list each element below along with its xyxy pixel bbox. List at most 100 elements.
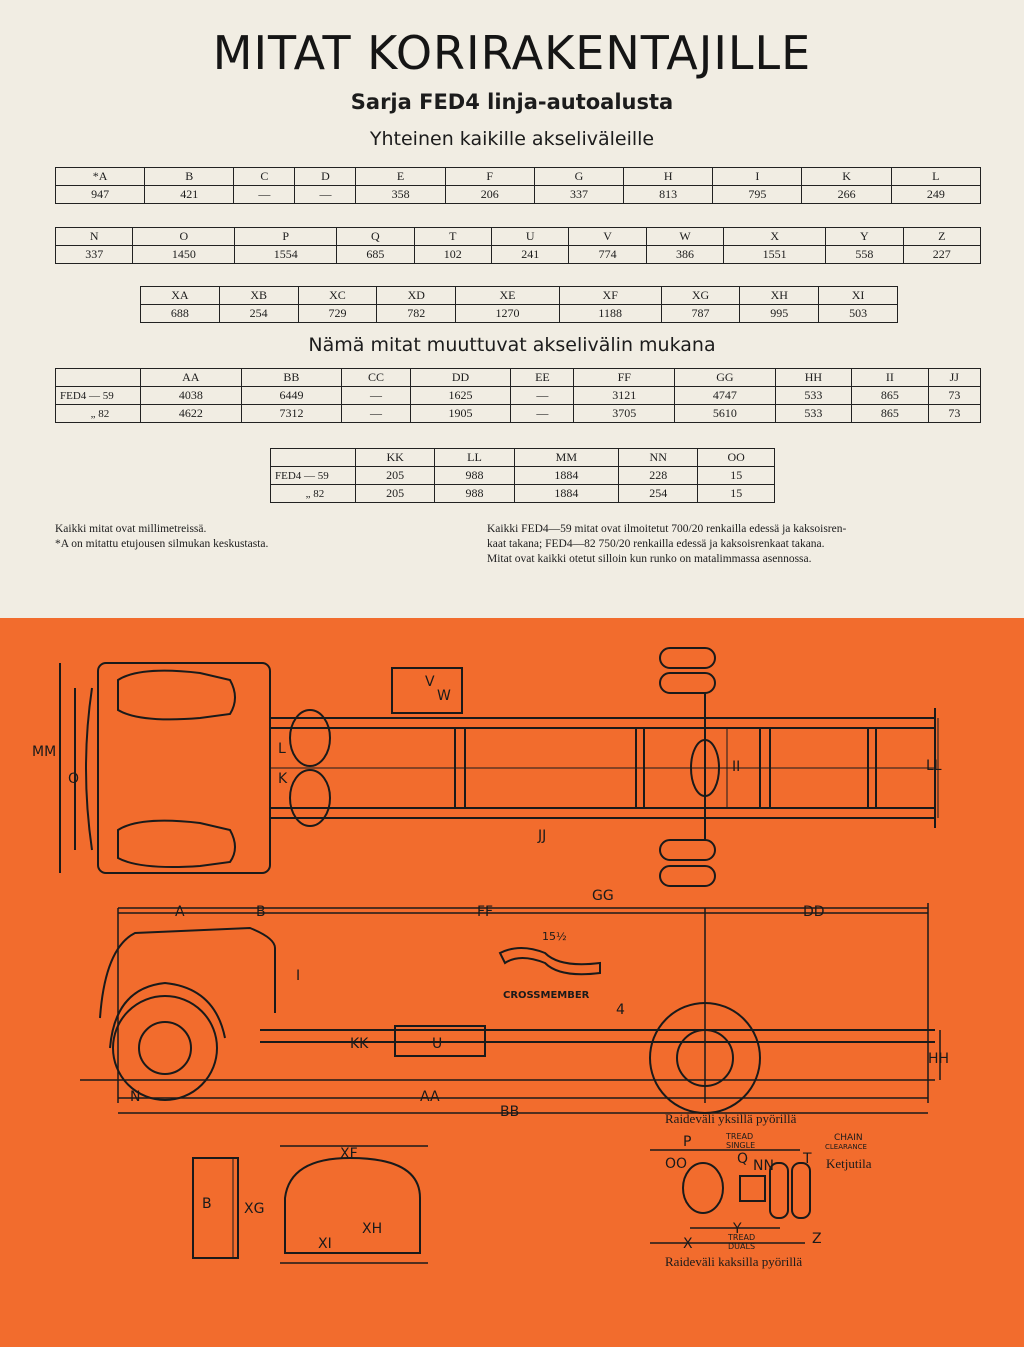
value-cell: 1554 (234, 245, 338, 264)
label-4: 4 (616, 1002, 625, 1018)
diagram-labels: MM O L K V W II LL JJ GG A B FF DD I 15½… (32, 674, 949, 1269)
header-cell: KK (354, 448, 436, 467)
chassis-drawing: MM O L K V W II LL JJ GG A B FF DD I 15½… (0, 618, 1024, 1347)
value-cell: — (233, 185, 296, 204)
header-cell (55, 368, 141, 387)
label-q: Q (737, 1151, 748, 1167)
chassis-diagram: MM O L K V W II LL JJ GG A B FF DD I 15½… (32, 647, 949, 1269)
label-dd: DD (803, 904, 825, 920)
front-spring (289, 769, 331, 827)
label-crossmember: CROSSMEMBER (503, 990, 590, 1001)
header-cell: LL (434, 448, 515, 467)
value-cell: 102 (413, 245, 492, 264)
label-w: W (437, 688, 451, 704)
axle-housing (682, 1162, 724, 1214)
value-cell: 73 (927, 404, 982, 423)
header-cell: XE (455, 286, 560, 305)
label-b2: B (202, 1196, 212, 1212)
header-cell: P (234, 227, 338, 246)
label-raide-single: Raideväli yksillä pyörillä (665, 1111, 797, 1126)
value-cell: 4622 (140, 404, 242, 423)
value-cell: 988 (434, 466, 515, 485)
header-cell: H (623, 167, 714, 186)
header-cell: X (723, 227, 827, 246)
value-cell: 503 (818, 304, 898, 323)
header-cell: E (355, 167, 446, 186)
header-cell: JJ (927, 368, 982, 387)
header-cell: BB (240, 368, 343, 387)
value-cell: 254 (618, 484, 699, 503)
varying-heading: Nämä mitat muuttuvat akselivälin mukana (308, 334, 716, 356)
value-cell: 533 (774, 404, 853, 423)
value-cell: 685 (336, 245, 415, 264)
page-title: MITAT KORIRAKENTAJILLE (212, 26, 812, 80)
label-xi: XI (318, 1236, 332, 1252)
header-cell: B (144, 167, 235, 186)
value-cell: 782 (376, 304, 457, 323)
value-cell: 865 (851, 386, 929, 405)
note-line: Kaikki mitat ovat millimetreissä. (55, 523, 207, 535)
front-wheel (112, 995, 218, 1101)
header-cell: EE (510, 368, 575, 387)
front-fender (109, 981, 226, 1049)
header-cell: FF (573, 368, 676, 387)
label-raide-duals: Raideväli kaksilla pyörillä (665, 1254, 802, 1269)
tire-inner (769, 1162, 789, 1219)
value-cell: 5610 (674, 404, 776, 423)
front-hub (138, 1021, 192, 1075)
value-cell: 15 (697, 484, 775, 503)
header-cell: HH (774, 368, 853, 387)
value-cell: 1450 (132, 245, 236, 264)
value-cell: 558 (825, 245, 904, 264)
label-t: T (802, 1151, 812, 1167)
value-cell: 15 (697, 466, 775, 485)
table-row: „ 82 205 988 1884 254 15 (270, 484, 775, 503)
label-n: N (130, 1089, 140, 1105)
label-i: I (296, 968, 300, 984)
value-cell: 1884 (513, 466, 620, 485)
label-nn: NN (753, 1158, 774, 1174)
header-cell: G (533, 167, 625, 186)
notes-right: Kaikki FED4—59 mitat ovat ilmoitetut 700… (487, 522, 967, 567)
header-cell: MM (513, 448, 620, 467)
value-cell: 205 (354, 466, 436, 485)
header-cell: W (645, 227, 725, 246)
header-cell: L (890, 167, 982, 186)
header-cell: XF (558, 286, 662, 305)
label-o: O (68, 771, 79, 787)
value-cell: 865 (851, 404, 929, 423)
header-cell: XI (818, 286, 898, 305)
note-line: *A on mitattu etujousen silmukan keskust… (55, 538, 269, 550)
label-chain: CHAIN (834, 1133, 863, 1143)
header-cell: Y (825, 227, 904, 246)
label-xf: XF (340, 1146, 358, 1162)
label-hh: HH (928, 1051, 949, 1067)
header-cell: CC (341, 368, 411, 387)
table-row: FED4 — 59 4038 6449 — 1625 — 3121 4747 5… (55, 386, 982, 405)
label-ff: FF (477, 904, 493, 920)
note-line: Mitat ovat kaikki otetut silloin kun run… (487, 553, 812, 565)
value-cell: 249 (890, 185, 982, 204)
value-cell: 73 (927, 386, 982, 405)
label-tread-duals: TREAD (727, 1233, 755, 1242)
rear-wheel-top (659, 672, 716, 694)
value-cell: 1905 (409, 404, 512, 423)
value-cell: 4038 (140, 386, 242, 405)
label-xh: XH (362, 1221, 382, 1237)
header-cell: V (568, 227, 647, 246)
cab-outline (97, 662, 271, 874)
header-cell: O (132, 227, 236, 246)
value-cell: 813 (623, 185, 714, 204)
header-cell: XB (218, 286, 299, 305)
header-cell: XA (140, 286, 220, 305)
table-header-row: *A B C D E F G H I K L (54, 167, 982, 186)
label-u: U (432, 1036, 442, 1052)
value-cell: 266 (801, 185, 892, 204)
header-cell: XH (739, 286, 820, 305)
table-row: 337 1450 1554 685 102 241 774 386 1551 5… (54, 245, 982, 264)
value-cell: 228 (618, 466, 699, 485)
bumper (85, 687, 93, 851)
value-cell: 1551 (723, 245, 827, 264)
label-kk: KK (350, 1036, 369, 1052)
row-label: „ 82 (55, 404, 141, 423)
